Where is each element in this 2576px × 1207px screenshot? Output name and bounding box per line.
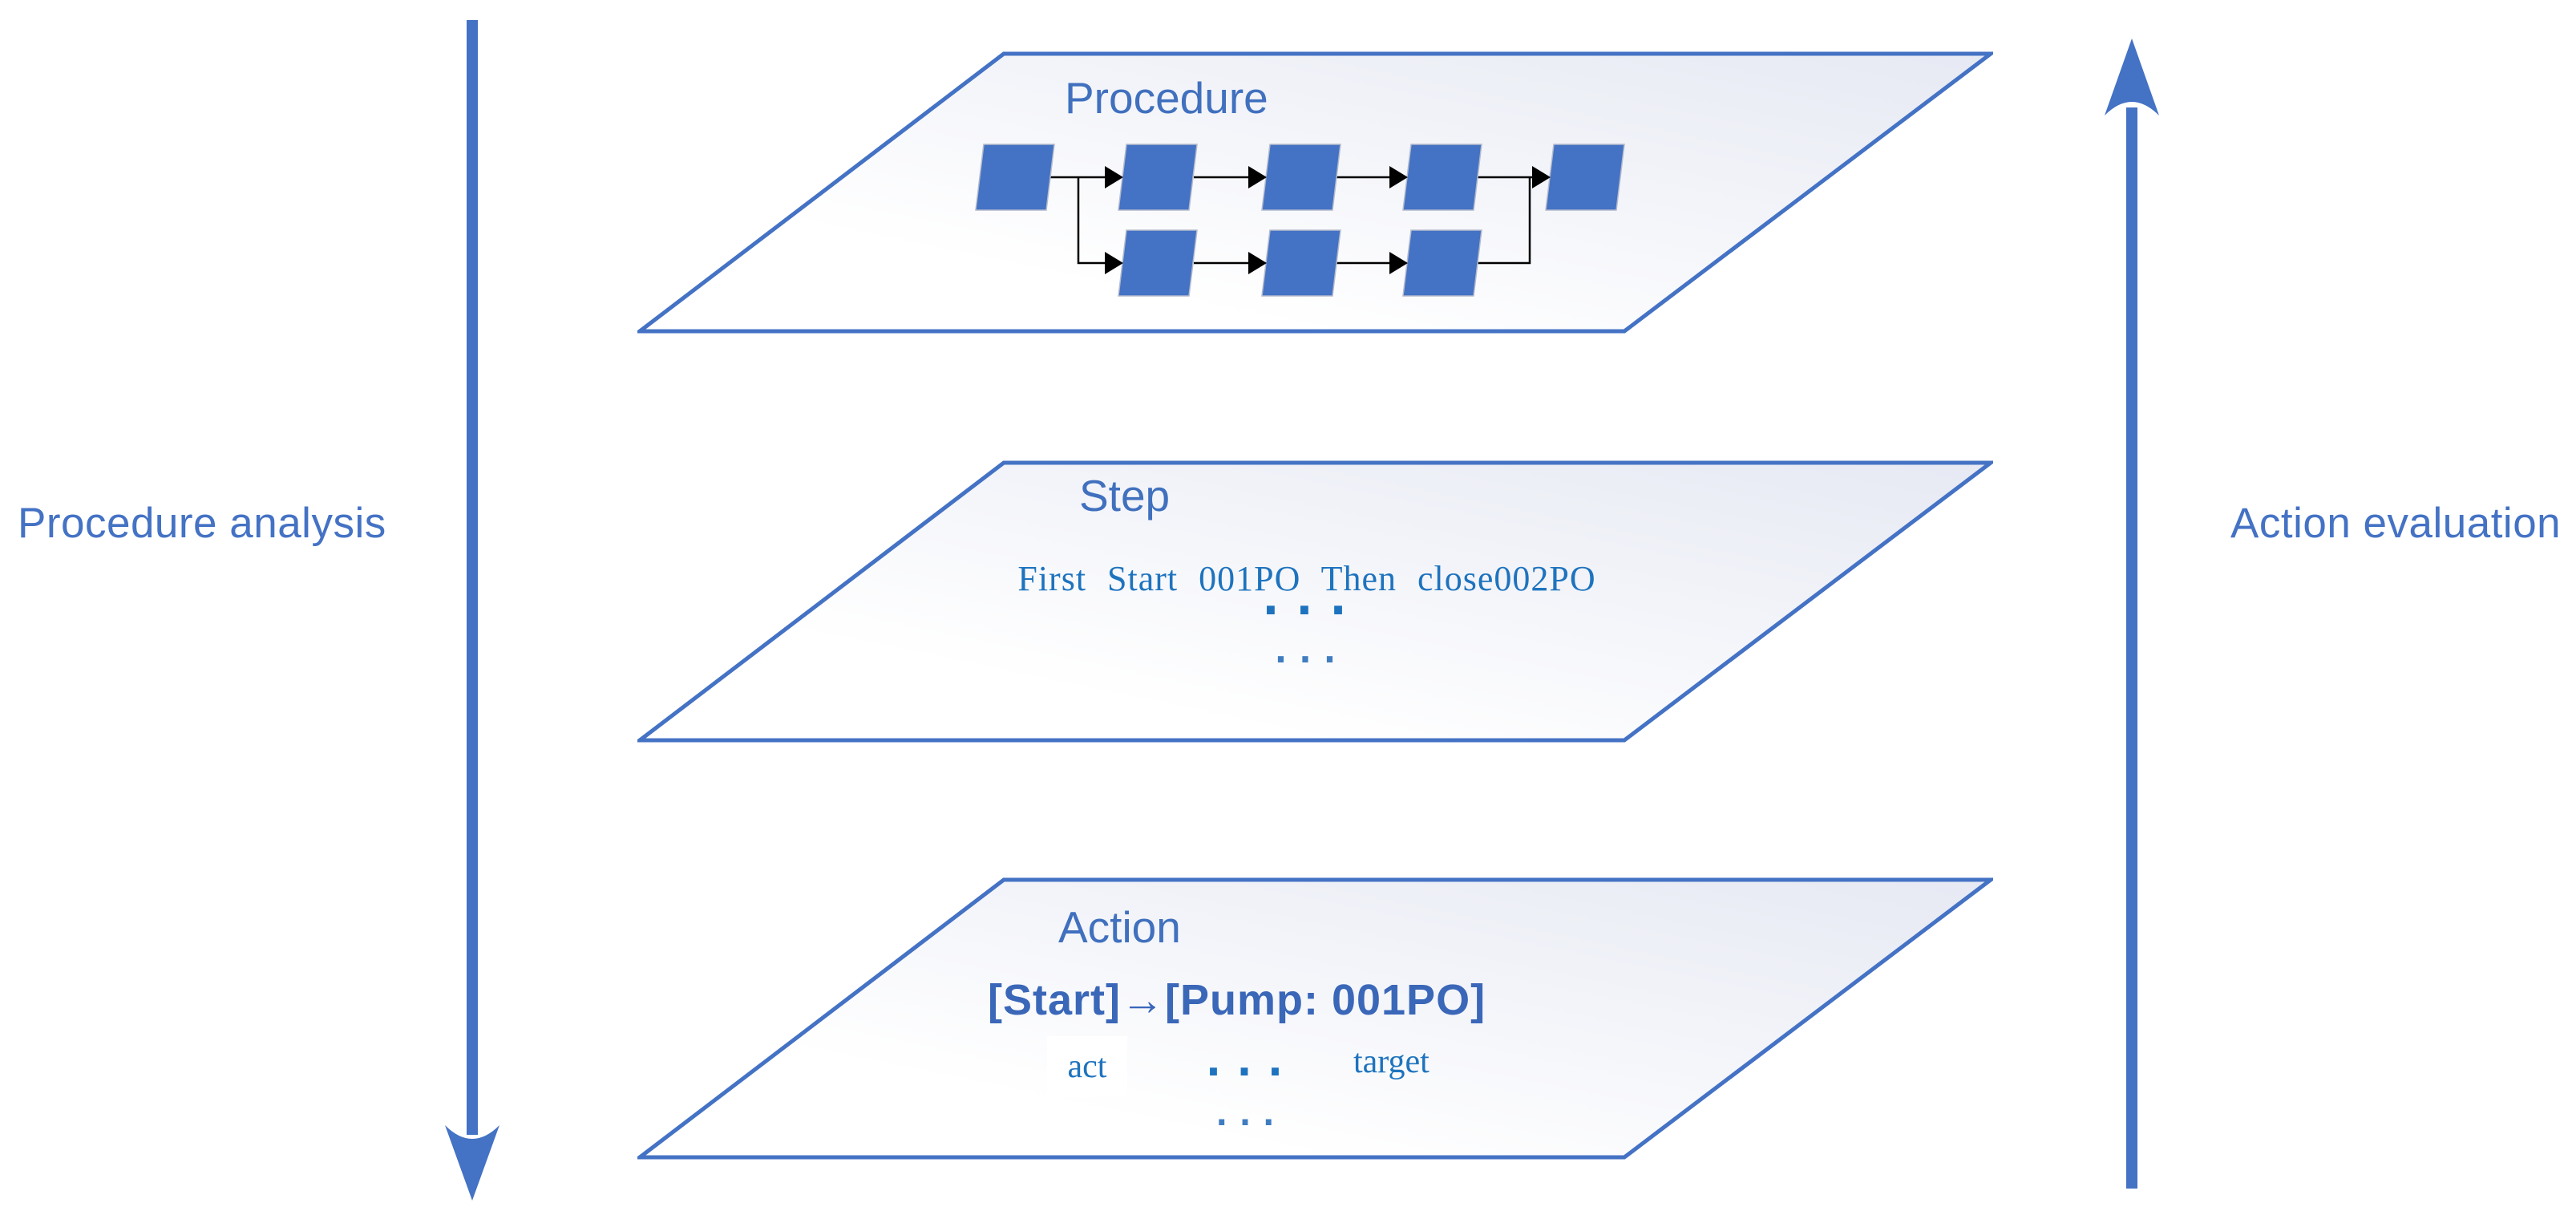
- flow-box: [1118, 229, 1198, 297]
- act-label: act: [1067, 1048, 1107, 1085]
- step-plane-title: Step: [1079, 471, 1171, 520]
- target-label: target: [1353, 1043, 1430, 1080]
- procedure-analysis-label: Procedure analysis: [18, 500, 386, 547]
- flow-box: [1118, 144, 1198, 211]
- procedure-flowchart: [975, 144, 1625, 297]
- arrow-up-icon: [2105, 38, 2159, 1189]
- procedure-analysis-arrow: [445, 20, 499, 1201]
- step-ellipsis-light: ...: [1270, 630, 1344, 671]
- action-ellipsis-bold: ...: [1200, 1035, 1293, 1086]
- step-ellipsis-bold: ...: [1256, 570, 1358, 626]
- flow-box: [1402, 229, 1482, 297]
- action-plane-shape: [637, 877, 1993, 1160]
- flow-arrowheads: [1105, 166, 1551, 274]
- action-evaluation-arrow: [2105, 38, 2159, 1189]
- flow-box: [975, 144, 1055, 211]
- flow-box: [1402, 144, 1482, 211]
- flow-connectors: [1050, 176, 1532, 265]
- action-expression: [Start]→[Pump: 001PO]: [988, 976, 1486, 1024]
- action-plane-title: Action: [1058, 902, 1181, 952]
- flow-boxes: [975, 144, 1625, 297]
- act-highlight-box: act: [1047, 1036, 1127, 1097]
- action-plane: [637, 877, 1993, 1160]
- procedure-plane-title: Procedure: [1065, 73, 1268, 123]
- step-sentence: First Start 001PO Then close002PO: [1017, 559, 1596, 598]
- flow-box: [1545, 144, 1625, 211]
- flow-box: [1261, 229, 1341, 297]
- step-plane-shape: [637, 460, 1993, 743]
- arrow-down-icon: [445, 20, 499, 1201]
- action-evaluation-label: Action evaluation: [2230, 500, 2562, 547]
- action-ellipsis-light: ...: [1211, 1094, 1282, 1133]
- step-plane: [637, 460, 1993, 743]
- flow-box: [1261, 144, 1341, 211]
